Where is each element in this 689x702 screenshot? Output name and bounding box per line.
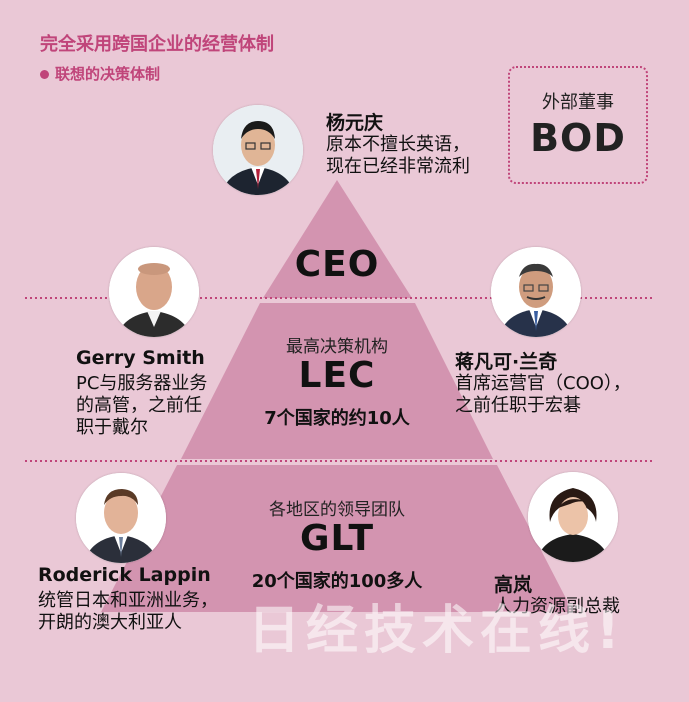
bullet-icon <box>40 70 49 79</box>
person-photo-icon <box>109 247 199 337</box>
desc-gerry-smith: PC与服务器业务 的高管，之前任 职于戴尔 <box>76 373 207 439</box>
avatar-yang-yuanqing <box>213 105 303 195</box>
person-photo-icon <box>76 473 166 563</box>
name-gianfranco-lanci: 蒋凡可·兰奇 <box>455 351 558 373</box>
lec-label: 最高决策机构 <box>286 337 388 357</box>
name-gao-lan: 高岚 <box>494 574 533 596</box>
lec-note: 7个国家的约10人 <box>264 408 410 429</box>
pyramid-tier-lec <box>181 303 493 459</box>
person-photo-icon <box>491 247 581 337</box>
desc-line: 职于戴尔 <box>76 417 148 438</box>
page-title: 完全采用跨国企业的经营体制 <box>40 34 274 55</box>
desc-gao-lan: 人力资源副总裁 <box>494 596 620 618</box>
desc-line: 首席运营官（COO）， <box>455 373 631 394</box>
glt-note: 20个国家的100多人 <box>251 571 423 592</box>
glt-label: 各地区的领导团队 <box>269 500 405 520</box>
name-yang-yuanqing: 杨元庆 <box>326 112 384 134</box>
glt-abbr: GLT <box>299 518 375 559</box>
bod-box: 外部董事 BOD <box>508 66 648 184</box>
name-roderick-lappin: Roderick Lappin <box>38 564 211 586</box>
person-photo-icon <box>528 472 618 562</box>
desc-line: 的高管，之前任 <box>76 395 202 416</box>
desc-line: 原本不擅长英语， <box>326 134 470 155</box>
name-gerry-smith: Gerry Smith <box>76 347 205 369</box>
avatar-gao-lan <box>528 472 618 562</box>
desc-line: 统管日本和亚洲业务， <box>38 590 218 611</box>
desc-gianfranco-lanci: 首席运营官（COO）， 之前任职于宏碁 <box>455 373 631 417</box>
bod-label: 外部董事 <box>542 92 614 113</box>
lec-abbr: LEC <box>298 355 376 396</box>
avatar-gerry-smith <box>109 247 199 337</box>
page-subtitle: 联想的决策体制 <box>40 63 160 84</box>
desc-line: 人力资源副总裁 <box>494 596 620 617</box>
desc-yang-yuanqing: 原本不擅长英语， 现在已经非常流利 <box>326 134 470 178</box>
desc-roderick-lappin: 统管日本和亚洲业务， 开朗的澳大利亚人 <box>38 590 218 634</box>
watermark: 日经技术在线! <box>248 601 626 661</box>
desc-line: 现在已经非常流利 <box>326 156 470 177</box>
person-photo-icon <box>213 105 303 195</box>
avatar-gianfranco-lanci <box>491 247 581 337</box>
ceo-abbr: CEO <box>294 244 380 285</box>
subtitle-text: 联想的决策体制 <box>55 65 161 83</box>
desc-line: PC与服务器业务 <box>76 373 208 394</box>
avatar-roderick-lappin <box>76 473 166 563</box>
desc-line: 开朗的澳大利亚人 <box>38 612 182 633</box>
bod-abbr: BOD <box>530 116 626 160</box>
pyramid-tier-glt <box>101 465 573 612</box>
desc-line: 之前任职于宏碁 <box>455 395 581 416</box>
pyramid-tier-ceo <box>263 180 412 298</box>
